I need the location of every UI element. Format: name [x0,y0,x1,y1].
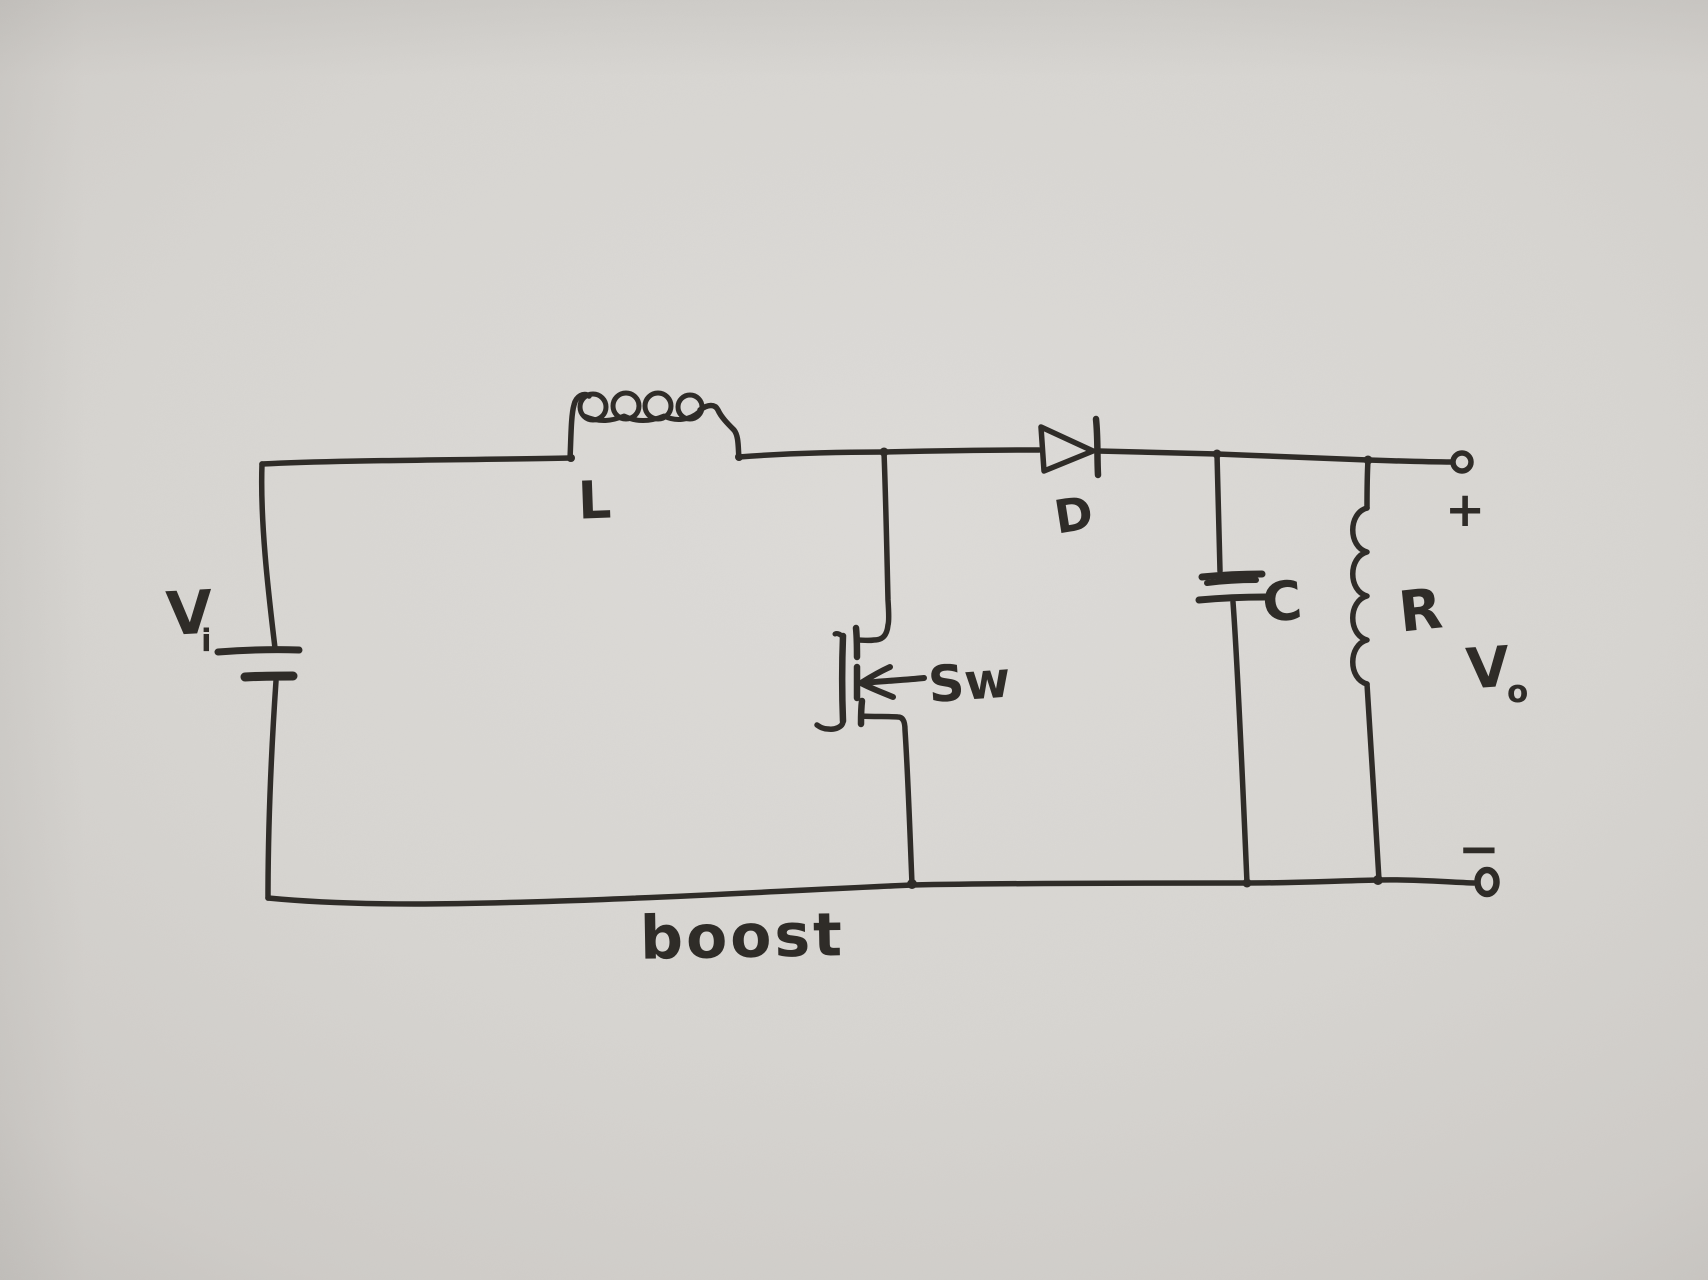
mosfet-drain-bar [852,624,861,661]
capacitor-top-plate [1198,570,1266,581]
diode-icon [1038,415,1102,479]
positive-terminal-circle [1450,450,1474,474]
mosfet-arrow-head [858,664,896,700]
inductor-baseline [581,409,702,423]
junction-dot [1242,878,1252,888]
mosfet-gate-tick [832,631,846,640]
wires [258,447,1477,907]
output-voltage-label: V [1464,635,1512,703]
junction-dot [567,454,575,462]
wire-top-left [259,455,573,467]
inductor-exit [697,402,742,461]
resistor-top-lead [1364,457,1371,511]
positive-terminal-sign: + [1445,482,1485,538]
mosfet-arrow-tail [861,675,927,686]
resistor-squiggle [1350,505,1370,687]
wire-left-vertical [258,461,278,651]
resistor-bottom-lead [1364,681,1382,883]
source-voltage-label: V [164,578,215,650]
inductor-label: L [577,470,612,531]
resistor-label: R [1396,576,1446,645]
battery-icon [214,646,303,682]
junction-dot [1212,449,1222,459]
junction-dots [567,447,1383,889]
battery-long-plate [214,646,303,656]
source-voltage-subscript: i [201,623,212,659]
mosfet-icon [814,449,927,887]
mosfet-source-lead [858,713,915,887]
capacitor-label: C [1260,569,1305,635]
output-voltage-subscript: o [1507,674,1528,710]
output-terminals [1450,450,1500,898]
mosfet-gate-hook [814,718,846,732]
capacitor-icon [1195,451,1269,886]
diode-label: D [1050,485,1096,544]
capacitor-bottom-plate [1195,593,1269,604]
mosfet-drain-lead [855,449,892,644]
wire-bottom-rail [265,877,1477,907]
junction-dot [879,447,889,457]
diode-triangle [1038,424,1096,474]
diode-cathode-bar [1092,415,1102,479]
labels: V i L Sw D C R V o + − boost [164,470,1528,973]
switch-label: Sw [926,651,1012,715]
negative-terminal-sign: − [1458,820,1500,878]
circuit-caption: boost [639,900,845,974]
negative-terminal-circle [1474,866,1500,898]
junction-dot [1373,875,1383,885]
wire-diode-to-output [1095,448,1454,465]
inductor-icon [567,390,742,462]
junction-dot [735,453,743,461]
capacitor-top-plate-overstroke [1204,577,1259,586]
capacitor-top-lead [1214,451,1223,574]
junction-dot [1363,455,1373,465]
junction-dot [907,879,917,889]
battery-short-plate [240,671,298,682]
wire-battery-to-bottom [265,678,279,901]
mosfet-gate-bar [839,632,847,725]
mosfet-source-bar [857,697,866,728]
capacitor-bottom-lead [1230,599,1250,886]
